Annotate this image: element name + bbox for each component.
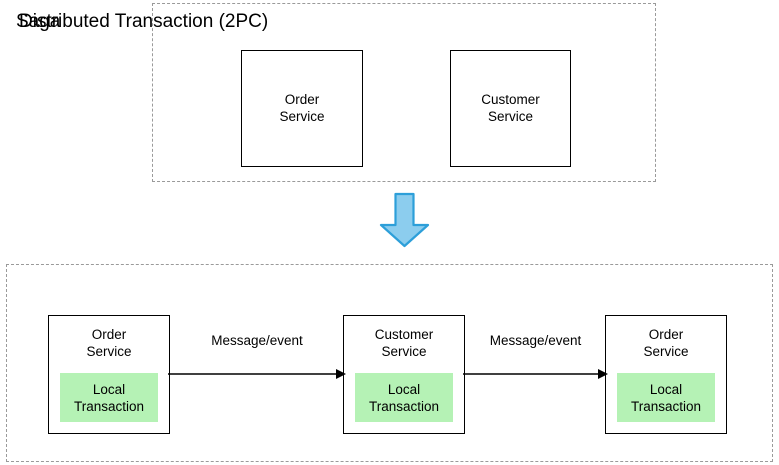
- service-box-label: Customer Service: [481, 92, 540, 124]
- local-transaction-label: Local Transaction: [368, 381, 440, 414]
- down-arrow-icon: [377, 192, 432, 248]
- message-arrow-label: Message/event: [489, 333, 582, 348]
- message-arrow-label: Message/event: [211, 333, 303, 348]
- arrow-right-icon: [168, 369, 346, 379]
- local-transaction-badge: Local Transaction: [60, 373, 158, 422]
- service-box-label: Order Service: [279, 92, 325, 124]
- local-transaction-label: Local Transaction: [73, 381, 145, 414]
- group-saga: [6, 264, 773, 462]
- arrow-right-icon: [463, 369, 608, 379]
- local-transaction-badge: Local Transaction: [355, 373, 453, 422]
- service-box-order-saga-3[interactable]: Order Service Local Transaction: [605, 315, 727, 434]
- service-box-customer-2pc[interactable]: Customer Service: [450, 50, 571, 167]
- service-box-label: Customer Service: [374, 327, 434, 359]
- local-transaction-badge: Local Transaction: [617, 373, 715, 422]
- local-transaction-label: Local Transaction: [630, 381, 702, 414]
- group-title-saga: Saga: [16, 11, 61, 32]
- message-arrow-1: Message/event: [168, 333, 346, 386]
- service-box-label: Order Service: [86, 327, 132, 359]
- service-box-order-saga-1[interactable]: Order Service Local Transaction: [48, 315, 170, 434]
- service-box-order-2pc[interactable]: Order Service: [241, 50, 363, 167]
- service-box-customer-saga-2[interactable]: Customer Service Local Transaction: [343, 315, 465, 434]
- service-box-label: Order Service: [643, 327, 689, 359]
- message-arrow-2: Message/event: [463, 333, 608, 386]
- group-title-distributed-transaction: Distributed Transaction (2PC): [19, 11, 269, 32]
- group-distributed-transaction: [152, 3, 656, 182]
